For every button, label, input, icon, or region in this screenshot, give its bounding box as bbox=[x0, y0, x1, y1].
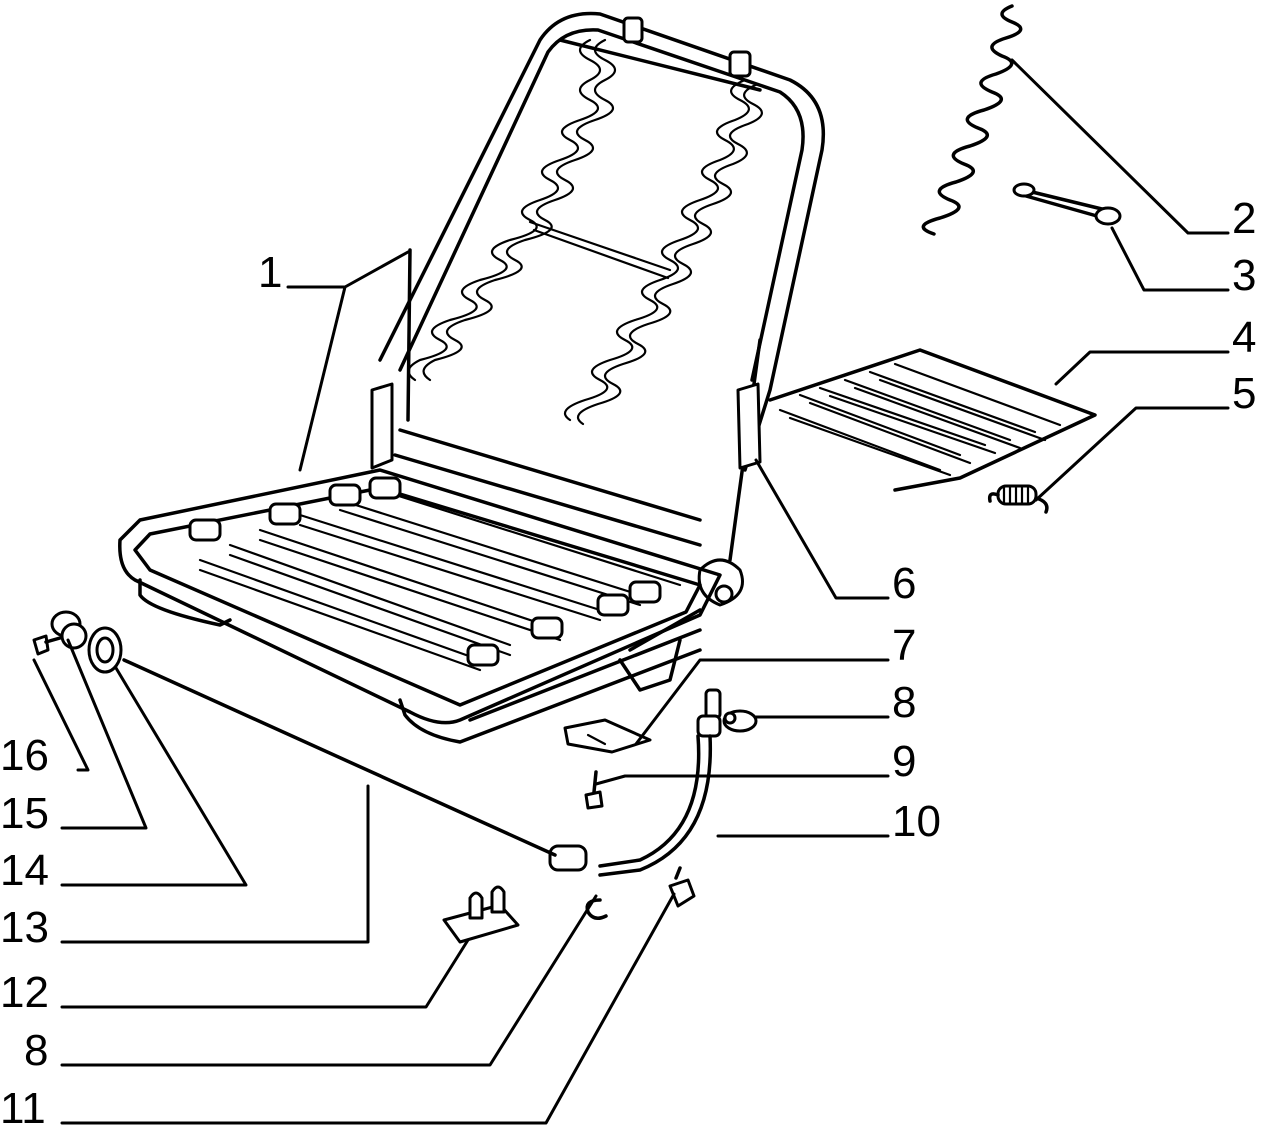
leader-lines bbox=[32, 58, 1230, 1125]
zigzag-spring-part bbox=[921, 4, 1023, 236]
callout-labels: 1 2 3 4 5 6 7 8 9 10 16 15 14 13 12 8 11 bbox=[0, 194, 1256, 1127]
link-strap-part bbox=[1012, 182, 1122, 226]
callout-8-lower: 8 bbox=[24, 1026, 48, 1075]
callout-16: 16 bbox=[0, 731, 49, 780]
cable-clamp-part bbox=[668, 866, 696, 908]
tension-spring-part bbox=[987, 484, 1049, 514]
callout-10: 10 bbox=[892, 797, 941, 846]
bracket-part bbox=[563, 718, 652, 754]
callout-5: 5 bbox=[1232, 369, 1256, 418]
callout-15: 15 bbox=[0, 789, 49, 838]
seat-frame-part bbox=[118, 11, 826, 744]
callout-6: 6 bbox=[892, 559, 916, 608]
callout-14: 14 bbox=[0, 846, 49, 895]
support-block-part bbox=[442, 885, 520, 944]
callout-8-upper: 8 bbox=[892, 678, 916, 727]
screw-part bbox=[584, 770, 604, 810]
cushion-coil-springs bbox=[188, 476, 662, 667]
bolt-part bbox=[32, 634, 62, 656]
spring-mat-part bbox=[768, 348, 1097, 492]
clip-upper-part bbox=[722, 709, 758, 733]
knob-part bbox=[87, 626, 123, 674]
callout-9: 9 bbox=[892, 737, 916, 786]
callout-12: 12 bbox=[0, 968, 49, 1017]
callout-7: 7 bbox=[892, 621, 916, 670]
release-cable-part bbox=[548, 688, 722, 877]
callout-2: 2 bbox=[1232, 194, 1256, 243]
rod-part bbox=[122, 658, 557, 857]
callout-3: 3 bbox=[1232, 251, 1256, 300]
callout-11: 11 bbox=[0, 1084, 46, 1127]
callout-13: 13 bbox=[0, 903, 49, 952]
callout-4: 4 bbox=[1232, 313, 1256, 362]
callout-1: 1 bbox=[258, 248, 282, 297]
